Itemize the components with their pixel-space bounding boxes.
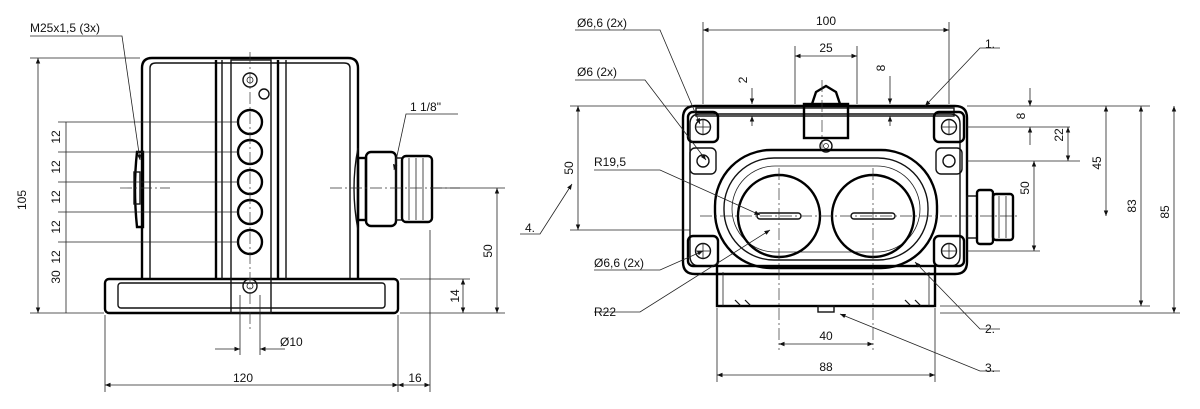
pitch-label-5: 12 [49,250,63,264]
height-label: 105 [15,190,29,210]
base-height-label: 14 [448,289,462,303]
right-label-83: 83 [1125,199,1139,213]
front-cable-gland [966,188,1015,246]
inner-width-label: 40 [819,329,833,343]
width-label: 120 [233,371,253,385]
right-label-45: 45 [1090,156,1104,170]
side-view [30,35,505,392]
front-housing [681,104,969,276]
front-view-labels: 100 25 2 8 Ø6,6 (2x) Ø6 (2x) R19,5 Ø6,6 … [525,14,1172,375]
front-view [520,22,1180,382]
left-cable-entry [133,150,145,229]
base-width-label: 88 [819,360,833,374]
hole-top-label: Ø6,6 (2x) [577,16,627,30]
flange-label: 16 [408,371,422,385]
center-column [230,59,272,314]
right-label-85: 85 [1158,205,1172,219]
bottom-label: 30 [49,270,63,284]
hole-small-label: Ø6 (2x) [577,65,617,79]
right-label-50: 50 [1018,181,1032,195]
callout-4: 4. [525,221,535,235]
pitch-label-3: 12 [49,190,63,204]
hole-bottom-label: Ø6,6 (2x) [594,256,644,270]
pitch-dims [58,121,238,313]
center-width-label: 25 [819,41,833,55]
side-view-labels: M25x1,5 (3x) 1 1/8" 105 12 12 12 12 12 3… [15,21,495,385]
right-label-22: 22 [1052,128,1066,142]
right-cable-gland [353,147,434,231]
cap-label: 8 [874,64,888,71]
pitch-label-4: 12 [49,220,63,234]
mounting-holes [686,110,966,268]
hole-label: Ø10 [280,335,303,349]
gap-label: 2 [736,76,750,83]
top-width-label: 100 [816,14,836,28]
radius-inner-label: R19,5 [594,155,626,169]
axis-height-label: 50 [481,244,495,258]
pitch-label-2: 12 [49,160,63,174]
base-hatch [734,299,922,307]
left-height-label: 50 [562,161,576,175]
pitch-label-1: 12 [49,130,63,144]
top-cap [802,102,850,140]
callout-1: 1. [985,37,995,51]
pipe-label: 1 1/8" [410,100,441,114]
oval-frame-outer [713,148,939,270]
thread-label: M25x1,5 (3x) [30,21,100,35]
callout-3: 3. [985,361,995,375]
callout-2: 2. [985,322,995,336]
radius-outer-label: R22 [594,305,616,319]
right-label-8: 8 [1014,112,1028,119]
front-base [715,264,937,308]
